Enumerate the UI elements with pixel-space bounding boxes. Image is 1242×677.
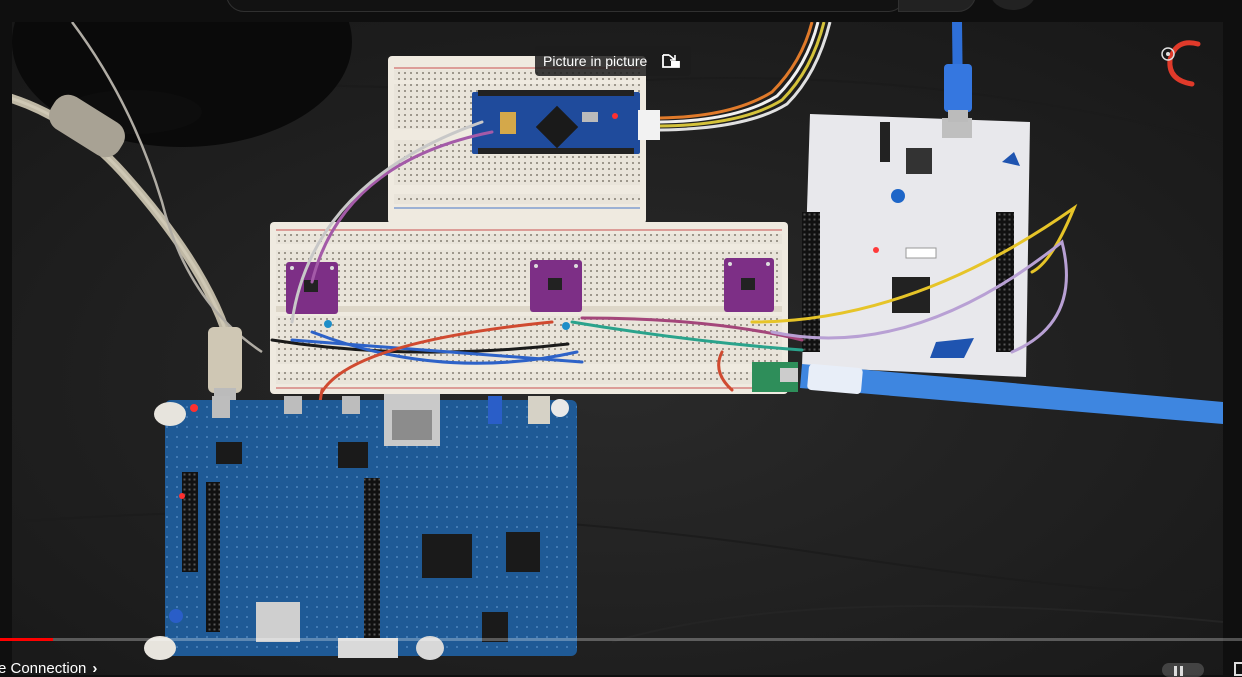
progress-played <box>0 638 54 641</box>
breadboard-main <box>270 222 788 394</box>
video-player[interactable] <box>12 22 1223 675</box>
search-input[interactable] <box>226 0 906 12</box>
ferrite-core <box>49 94 125 158</box>
autoplay-toggle[interactable] <box>1162 663 1204 677</box>
picture-in-picture-icon[interactable] <box>661 52 681 70</box>
chevron-right-icon: › <box>92 660 98 677</box>
search-button[interactable] <box>898 0 976 12</box>
chapter-title-button[interactable]: e Connection › <box>0 660 97 677</box>
video-frame <box>12 22 1223 675</box>
nucleo-board <box>802 114 1030 377</box>
right-gutter <box>1223 22 1242 675</box>
left-gutter <box>0 22 12 675</box>
progress-bar[interactable] <box>0 638 1242 641</box>
pause-icon <box>1174 666 1177 676</box>
stm32-blue-pill <box>472 90 660 154</box>
sensor-board-2 <box>530 260 582 312</box>
tooltip-label: Picture in picture <box>543 53 648 69</box>
dev-board-blue <box>165 394 577 658</box>
flat-cable-blue <box>800 364 1223 424</box>
fullscreen-icon[interactable] <box>1234 662 1242 676</box>
channel-logo-watermark <box>1161 40 1201 87</box>
sensor-board-3 <box>724 258 774 312</box>
top-bar <box>0 0 1242 22</box>
pause-icon-bar <box>1180 666 1183 676</box>
picture-in-picture-tooltip: Picture in picture <box>535 46 692 76</box>
sensor-board-1 <box>286 262 338 314</box>
ribbon-cable <box>659 22 814 120</box>
microphone-button[interactable] <box>990 0 1036 10</box>
chapter-title: e Connection <box>0 660 87 677</box>
